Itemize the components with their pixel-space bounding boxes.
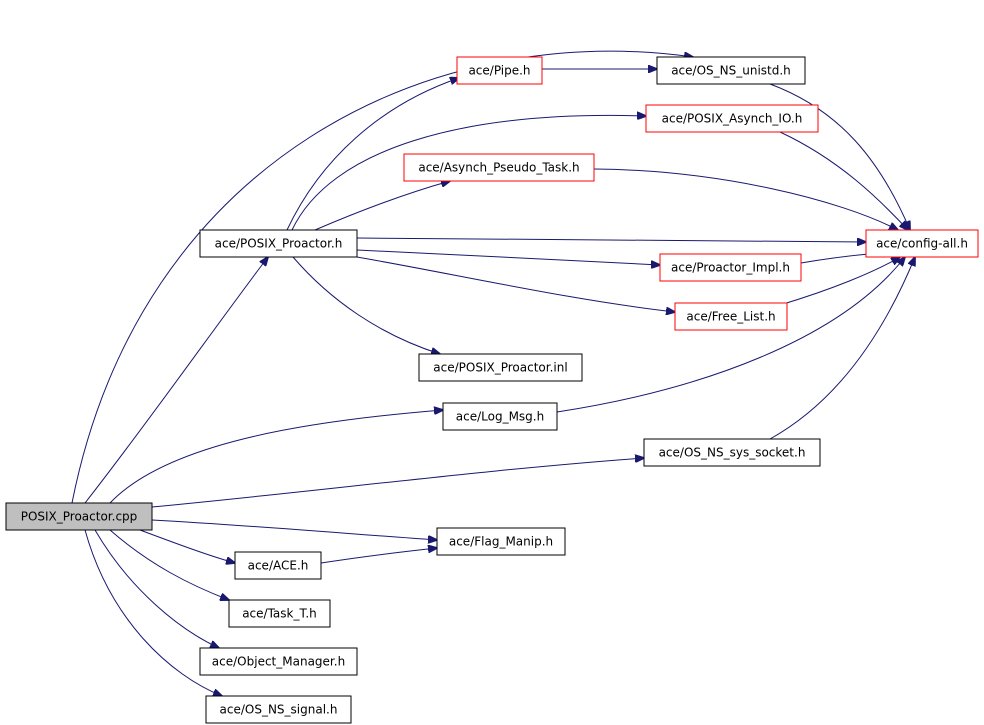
node-os_ns_sys_socket_h[interactable]: ace/OS_NS_sys_socket.h <box>643 438 821 467</box>
node-posix_proactor_h[interactable]: ace/POSIX_Proactor.h <box>199 229 358 258</box>
node-box <box>865 229 979 258</box>
node-label: ace/POSIX_Proactor.h <box>215 237 343 251</box>
node-label: ace/Flag_Manip.h <box>449 535 553 549</box>
node-label: ace/Task_T.h <box>242 607 317 621</box>
node-object_manager_h[interactable]: ace/Object_Manager.h <box>199 647 358 676</box>
node-asynch_pseudo_task_h[interactable]: ace/Asynch_Pseudo_Task.h <box>403 153 595 182</box>
node-posix_asynch_io_h[interactable]: ace/POSIX_Asynch_IO.h <box>645 104 819 133</box>
node-box <box>645 104 819 133</box>
edge-posix_proactor_cpp-to-os_ns_signal_h <box>84 529 222 696</box>
edge-posix_proactor_cpp-to-flag_manip_h <box>151 519 437 540</box>
node-box <box>674 302 788 331</box>
edge-os_ns_unistd_h-to-config_all_h <box>769 83 910 230</box>
node-box <box>656 56 806 85</box>
edge-posix_proactor_h-to-asynch_pseudo_task_h <box>314 181 450 231</box>
edge-posix_proactor_h-to-posix_proactor_inl <box>292 256 440 354</box>
node-box <box>199 647 358 676</box>
node-box <box>456 56 543 85</box>
node-label: ace/Pipe.h <box>468 64 530 78</box>
nodes-layer: POSIX_Proactor.cpp ace/Pipe.h ace/OS_NS_un… <box>5 56 979 724</box>
edge-posix_asynch_io_h-to-config_all_h <box>779 131 908 230</box>
edge-posix_proactor_h-to-config_all_h <box>356 237 866 242</box>
edge-os_ns_sys_socket_h-to-config_all_h <box>769 257 915 440</box>
node-flag_manip_h[interactable]: ace/Flag_Manip.h <box>436 527 566 556</box>
node-os_ns_signal_h[interactable]: ace/OS_NS_signal.h <box>205 695 352 724</box>
node-config_all_h[interactable]: ace/config-all.h <box>865 229 979 258</box>
edge-log_msg_h-to-config_all_h <box>556 257 905 413</box>
edge-posix_proactor_h-to-free_list_h <box>356 256 675 312</box>
node-task_t_h[interactable]: ace/Task_T.h <box>228 599 331 628</box>
edge-posix_proactor_h-to-posix_asynch_io_h <box>291 115 646 231</box>
edge-posix_proactor_h-to-proactor_impl_h <box>356 249 660 265</box>
edge-posix_proactor_cpp-to-posix_proactor_h <box>84 257 268 504</box>
node-box <box>442 402 558 431</box>
node-log_msg_h[interactable]: ace/Log_Msg.h <box>442 402 558 431</box>
node-pipe_h[interactable]: ace/Pipe.h <box>456 56 543 85</box>
node-os_ns_unistd_h[interactable]: ace/OS_NS_unistd.h <box>656 56 806 85</box>
edge-posix_proactor_cpp-to-os_ns_sys_socket_h <box>151 458 644 508</box>
edge-posix_proactor_cpp-to-ace_h <box>139 529 235 563</box>
node-label: ace/Object_Manager.h <box>212 655 345 669</box>
node-label: ace/Asynch_Pseudo_Task.h <box>418 161 579 175</box>
node-box <box>418 353 583 382</box>
node-box <box>5 502 153 531</box>
edge-posix_proactor_cpp-to-task_t_h <box>109 529 229 600</box>
node-label: ace/OS_NS_unistd.h <box>671 64 791 78</box>
edge-free_list_h-to-config_all_h <box>779 257 900 306</box>
node-box <box>199 229 358 258</box>
node-label: ace/Log_Msg.h <box>456 410 544 424</box>
node-posix_proactor_cpp: POSIX_Proactor.cpp <box>5 502 153 531</box>
node-box <box>643 438 821 467</box>
node-ace_h[interactable]: ace/ACE.h <box>234 551 322 580</box>
node-label: ace/config-all.h <box>876 237 968 251</box>
edge-posix_proactor_cpp-to-os_ns_unistd_h <box>71 50 693 504</box>
node-box <box>436 527 566 556</box>
node-label: ace/Proactor_Impl.h <box>671 261 790 275</box>
edge-asynch_pseudo_task_h-to-config_all_h <box>593 168 898 230</box>
node-label: ace/POSIX_Asynch_IO.h <box>662 112 803 126</box>
node-box <box>659 253 802 282</box>
edge-posix_proactor_cpp-to-object_manager_h <box>94 529 219 648</box>
node-label: ace/POSIX_Proactor.inl <box>433 361 567 375</box>
node-box <box>234 551 322 580</box>
edge-ace_h-to-flag_manip_h <box>320 548 437 564</box>
node-label: ace/ACE.h <box>248 559 309 573</box>
node-free_list_h[interactable]: ace/Free_List.h <box>674 302 788 331</box>
node-label: ace/OS_NS_sys_socket.h <box>659 446 806 460</box>
node-label: ace/Free_List.h <box>686 310 775 324</box>
node-box <box>205 695 352 724</box>
edge-posix_proactor_cpp-to-log_msg_h <box>109 410 443 504</box>
edge-posix_proactor_h-to-pipe_h <box>286 78 459 231</box>
node-label: POSIX_Proactor.cpp <box>21 510 138 524</box>
node-posix_proactor_inl[interactable]: ace/POSIX_Proactor.inl <box>418 353 583 382</box>
node-proactor_impl_h[interactable]: ace/Proactor_Impl.h <box>659 253 802 282</box>
node-box <box>403 153 595 182</box>
node-box <box>228 599 331 628</box>
node-label: ace/OS_NS_signal.h <box>220 703 338 717</box>
